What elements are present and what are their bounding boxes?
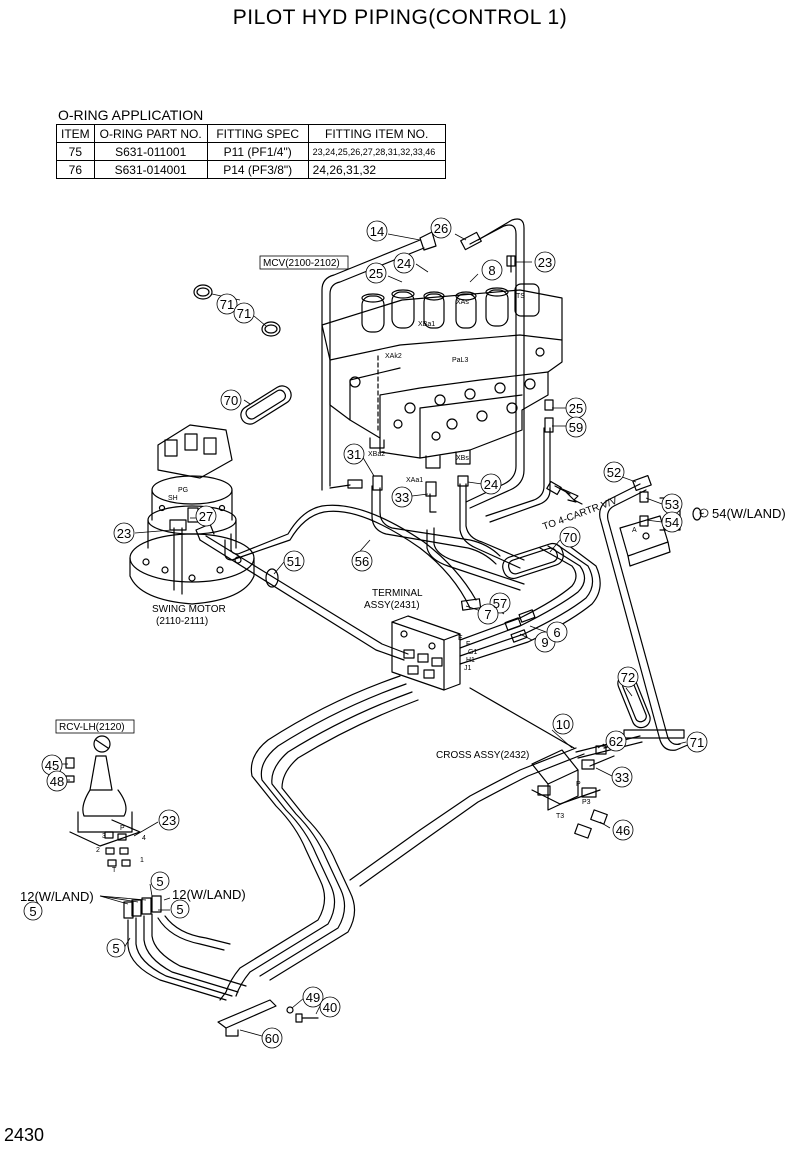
callout-54: 54: [665, 515, 679, 530]
port-j1: J1: [464, 665, 472, 672]
terminal-assy: [391, 615, 461, 691]
label-terminal: TERMINAL: [372, 588, 423, 599]
port-t3: T3: [556, 813, 564, 820]
callout-62: 62: [609, 734, 623, 749]
table-cell: S631-011001: [93, 142, 208, 161]
port-pal3: PaL3: [452, 357, 468, 364]
rcv-fittings: [104, 831, 131, 867]
port-sh: SH: [168, 495, 178, 502]
callout-48: 48: [50, 774, 64, 789]
port-ts: TS: [516, 293, 525, 300]
callout-7: 7: [484, 607, 491, 622]
callout-59: 59: [569, 420, 583, 435]
label-mcv: MCV(2100-2102): [263, 258, 340, 269]
port-p3: P3: [582, 799, 591, 806]
rcv-lever: [65, 735, 141, 847]
callout-25: 25: [569, 401, 583, 416]
page-number: 2430: [4, 1125, 45, 1145]
rcv-port-4: 4: [142, 835, 146, 842]
callout-6: 6: [553, 625, 560, 640]
callout-57: 57: [493, 596, 507, 611]
callout-71: 71: [220, 297, 234, 312]
mcv-body: [321, 283, 563, 469]
callout-33: 33: [615, 770, 629, 785]
callout-45: 45: [45, 758, 59, 773]
callout-71: 71: [237, 306, 251, 321]
callout-54-wland: 54(W/LAND): [712, 506, 786, 521]
cross-assy: [349, 741, 625, 887]
port-xak2: XAk2: [385, 353, 402, 360]
clamp-band-70: [240, 385, 292, 425]
header-part-no: O-RING PART NO.: [93, 124, 208, 143]
callout-5: 5: [112, 941, 119, 956]
callout-14: 14: [370, 224, 384, 239]
callout-51: 51: [287, 554, 301, 569]
callout-24: 24: [397, 256, 411, 271]
callout-33: 33: [395, 490, 409, 505]
callout-31: 31: [347, 447, 361, 462]
label-swing-motor: SWING MOTOR: [152, 604, 226, 615]
callout-12-wland: 12(W/LAND): [172, 887, 246, 902]
oring-application-table: ITEM O-RING PART NO. FITTING SPEC FITTIN…: [56, 124, 446, 179]
port-xba2: XBa2: [368, 451, 385, 458]
swing-motor: [129, 424, 255, 605]
callout-52: 52: [607, 465, 621, 480]
callout-5: 5: [29, 904, 36, 919]
port-xaa1: XAa1: [406, 477, 423, 484]
callout-49: 49: [306, 990, 320, 1005]
label-swing-motor-code: (2110-2111): [156, 616, 208, 627]
rcv-port-p: P: [120, 825, 125, 832]
label-cross-assy: CROSS ASSY(2432): [436, 750, 529, 761]
callout-24: 24: [484, 477, 498, 492]
port-e: E: [458, 635, 463, 642]
port-xas: XAs: [456, 299, 469, 306]
table-cell: P14 (PF3/8"): [206, 160, 309, 179]
port-p: P: [576, 781, 581, 788]
callout-56: 56: [355, 554, 369, 569]
callout-53: 53: [665, 497, 679, 512]
table-cell: 76: [56, 160, 95, 179]
callout-23: 23: [162, 813, 176, 828]
callout-23: 23: [117, 526, 131, 541]
callout-72: 72: [621, 670, 635, 685]
label-terminal-code: ASSY(2431): [364, 600, 420, 611]
table-cell: 24,26,31,32: [307, 160, 446, 179]
port-f: F: [466, 641, 470, 648]
callout-25: 25: [369, 266, 383, 281]
port-h1: H1: [466, 657, 475, 664]
callout-10: 10: [556, 717, 570, 732]
callout-70: 70: [224, 393, 238, 408]
oring-table-caption: O-RING APPLICATION: [58, 107, 204, 123]
port-pg: PG: [178, 487, 188, 494]
port-xbs: XBs: [456, 455, 469, 462]
table-row: 76 S631-014001 P14 (PF3/8") 24,26,31,32: [56, 160, 446, 179]
port-a: A: [632, 527, 637, 534]
port-xba1: XBa1: [418, 321, 435, 328]
table-cell: S631-014001: [93, 160, 208, 179]
rcv-port-3: 3: [102, 833, 106, 840]
callout-60: 60: [265, 1031, 279, 1046]
rcv-port-2: 2: [96, 847, 100, 854]
rcv-port-1: 1: [140, 857, 144, 864]
callout-27: 27: [199, 509, 213, 524]
clamp-band-70b: [502, 542, 564, 580]
label-rcv: RCV-LH(2120): [59, 722, 125, 733]
callout-8: 8: [488, 263, 495, 278]
callout-71: 71: [690, 735, 704, 750]
callout-5: 5: [176, 902, 183, 917]
port-g1: G1: [468, 649, 477, 656]
callout-70: 70: [563, 530, 577, 545]
callout-9: 9: [541, 635, 548, 650]
rcv-port-t: T: [112, 867, 117, 874]
callout-12-wland: 12(W/LAND): [20, 889, 94, 904]
rcv-hose-bundle: [123, 675, 419, 1001]
callout-46: 46: [616, 823, 630, 838]
callout-23: 23: [538, 255, 552, 270]
page-title: PILOT HYD PIPING(CONTROL 1): [232, 6, 568, 29]
callout-26: 26: [434, 221, 448, 236]
callout-5: 5: [156, 874, 163, 889]
callout-40: 40: [323, 1000, 337, 1015]
